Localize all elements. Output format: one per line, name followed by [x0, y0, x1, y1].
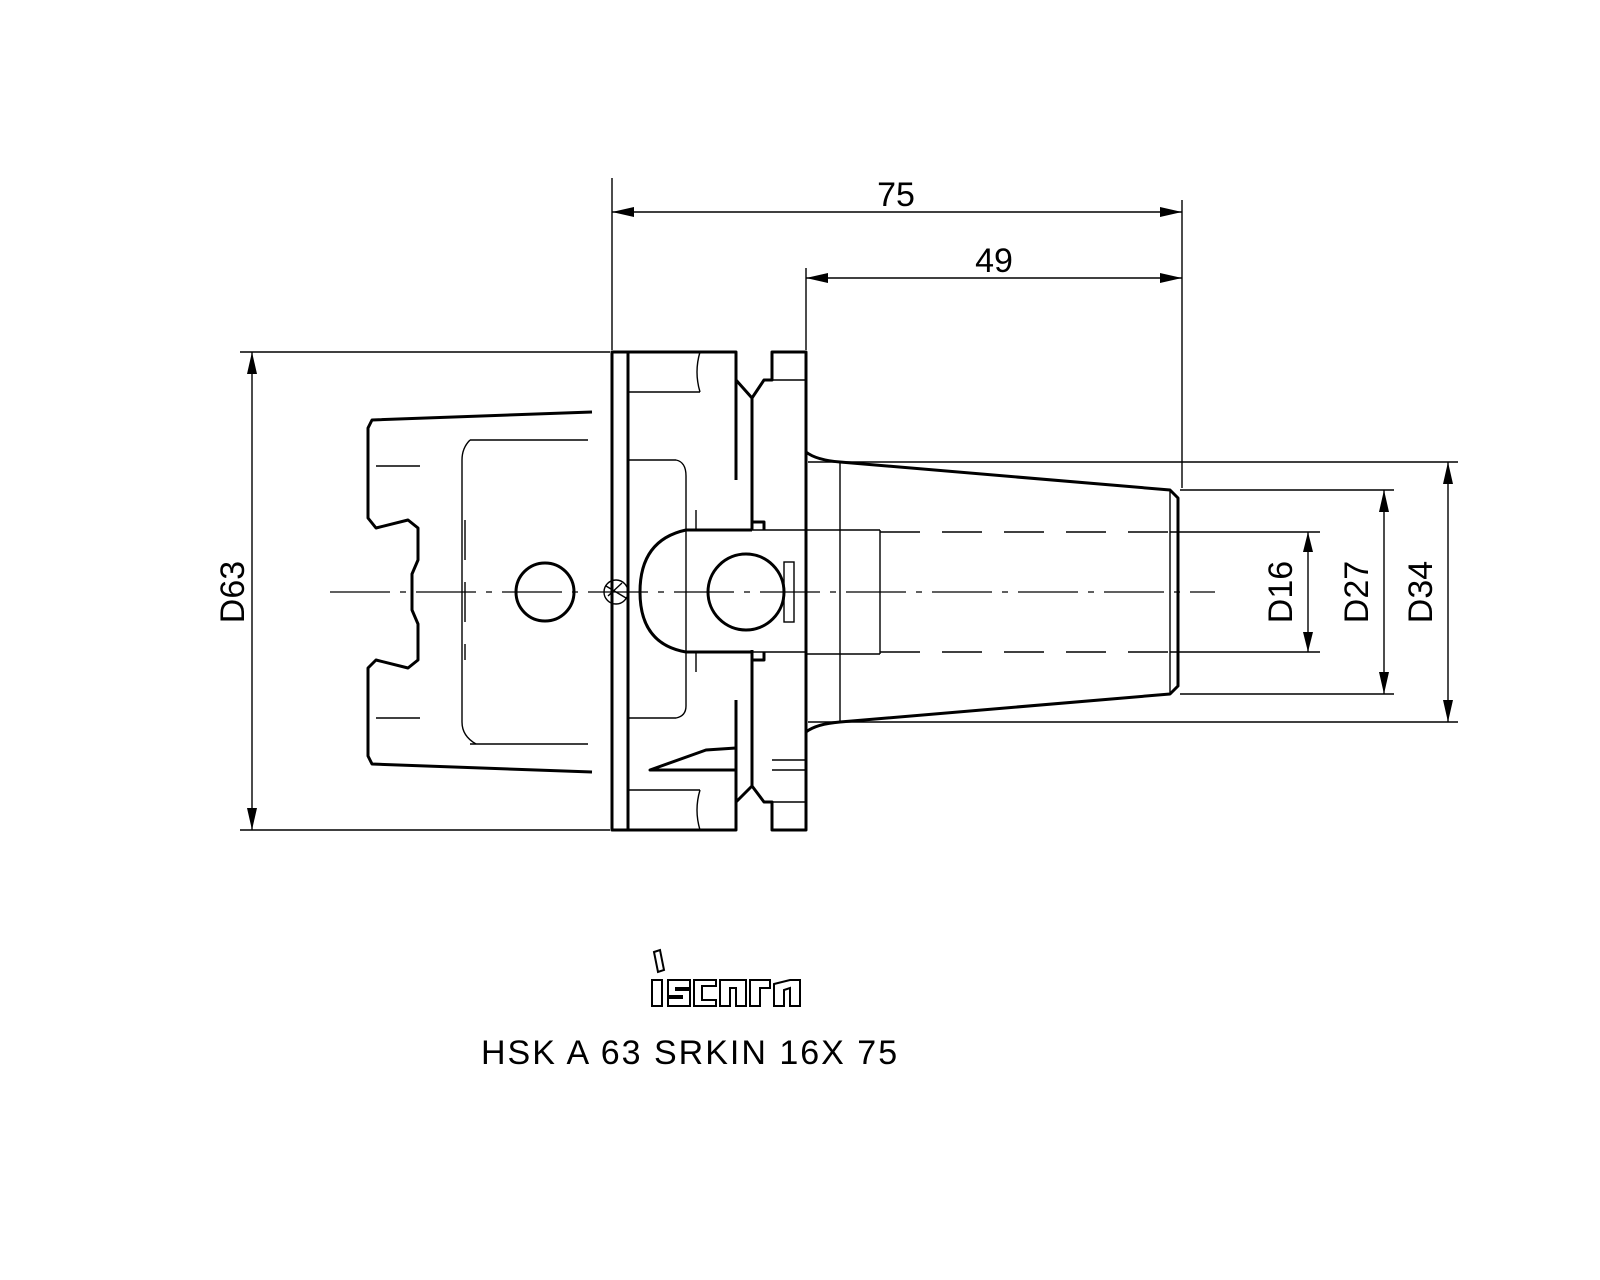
shrink-nose — [805, 450, 1180, 734]
dim-d34: D34 — [808, 461, 1458, 723]
dim-d34-label: D34 — [1402, 561, 1440, 623]
dim-75: 75 — [611, 176, 1183, 488]
dim-d63-label: D63 — [214, 561, 252, 623]
drive-hole — [514, 561, 576, 623]
dim-d27: D27 — [1180, 489, 1394, 695]
dim-49: 49 — [805, 242, 1182, 350]
product-designation: HSK A 63 SRKIN 16X 75 — [481, 1034, 899, 1072]
hsk-shank — [366, 410, 629, 774]
dim-d63: D63 — [214, 351, 610, 831]
dim-49-label: 49 — [975, 242, 1013, 280]
dim-d16: D16 — [1170, 531, 1320, 653]
iscar-logo — [651, 948, 801, 1007]
dim-d27-label: D27 — [1338, 561, 1376, 623]
dim-75-label: 75 — [877, 176, 915, 214]
dim-d16-label: D16 — [1262, 561, 1300, 623]
flange — [610, 350, 808, 832]
clamping-screw-housing — [638, 528, 752, 654]
